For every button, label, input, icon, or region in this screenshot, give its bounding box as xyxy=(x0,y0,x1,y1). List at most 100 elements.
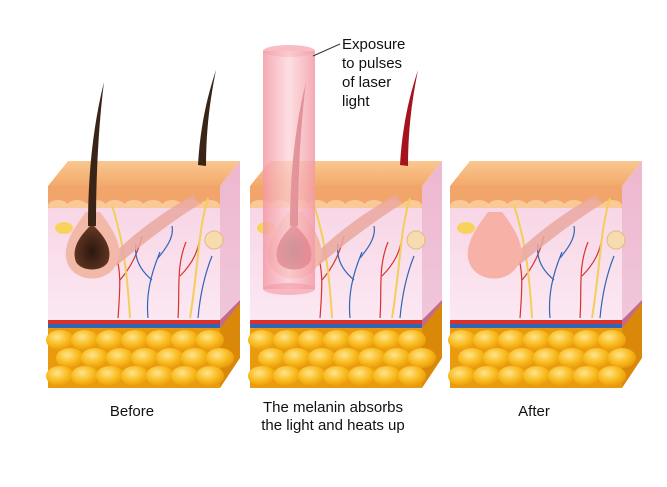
nerve-fiber xyxy=(189,197,209,319)
before-label: Before xyxy=(109,403,155,420)
skin-block-after xyxy=(448,161,642,388)
hair-bulb xyxy=(74,224,110,270)
nerve-fiber xyxy=(313,204,333,319)
fat-cell xyxy=(71,330,99,350)
fat-cell xyxy=(248,366,276,386)
nerve-fiber xyxy=(591,197,611,319)
skin-surface xyxy=(48,161,240,186)
sweat-gland xyxy=(606,230,626,250)
fat-cell xyxy=(598,366,626,386)
fat-cell xyxy=(498,330,526,350)
fat-cell xyxy=(558,348,586,368)
fat-cell xyxy=(398,366,426,386)
fat-cell xyxy=(383,348,411,368)
fat-cell xyxy=(298,366,326,386)
fat-cell xyxy=(533,348,561,368)
fat-cell xyxy=(171,366,199,386)
laser-callout: Exposure to pulses of laser light xyxy=(342,35,462,111)
fat-cell xyxy=(131,348,159,368)
fat-cell xyxy=(333,348,361,368)
follicle-sheath xyxy=(467,212,522,279)
fat-cell xyxy=(46,366,74,386)
fat-cell xyxy=(448,366,476,386)
callout-line-3: of laser xyxy=(342,74,392,91)
fat-cell xyxy=(573,366,601,386)
skin-block-before xyxy=(46,70,240,388)
during-label-line-2: the light and heats up xyxy=(261,417,405,434)
sweat-gland xyxy=(204,230,224,250)
fat-cell xyxy=(583,348,611,368)
sweat-gland xyxy=(406,230,426,250)
fat-cell xyxy=(373,366,401,386)
fat-cell xyxy=(498,366,526,386)
fat-cell xyxy=(71,366,99,386)
vein-band xyxy=(250,324,422,328)
fat-cell xyxy=(483,348,511,368)
arrector-muscle xyxy=(312,195,402,266)
fat-cell xyxy=(121,366,149,386)
artery-band xyxy=(48,320,220,324)
fat-cell xyxy=(608,348,636,368)
fat-cell xyxy=(96,366,124,386)
fat-cell xyxy=(206,348,234,368)
laser-beam xyxy=(263,45,315,295)
fat-cell xyxy=(248,330,276,350)
fat-cell xyxy=(348,330,376,350)
after-label: After xyxy=(518,403,550,420)
callout-line-4: light xyxy=(342,93,370,110)
fat-cell xyxy=(171,330,199,350)
fat-cell xyxy=(523,366,551,386)
fat-cell xyxy=(273,330,301,350)
artery-band xyxy=(250,320,422,324)
band-side xyxy=(622,300,642,328)
fat-cell xyxy=(46,330,74,350)
fat-cell xyxy=(473,330,501,350)
fat-cell xyxy=(273,366,301,386)
skin-block-during xyxy=(248,70,442,388)
fat-cell xyxy=(323,366,351,386)
callout-line-1: Exposure xyxy=(342,36,406,53)
skin-surface xyxy=(450,161,642,186)
fat-cell xyxy=(81,348,109,368)
fat-cell xyxy=(121,330,149,350)
band-side xyxy=(422,300,442,328)
artery-band xyxy=(450,320,622,324)
fat-cell xyxy=(298,330,326,350)
fat-cell xyxy=(181,348,209,368)
fat-cell xyxy=(598,330,626,350)
fat-cell xyxy=(96,330,124,350)
vein-band xyxy=(450,324,622,328)
fat-cell xyxy=(196,366,224,386)
callout-leader-line xyxy=(312,43,341,57)
fat-cell xyxy=(473,366,501,386)
vessel xyxy=(599,255,615,319)
fat-cell xyxy=(308,348,336,368)
vessel xyxy=(399,255,415,319)
fat-cell xyxy=(458,348,486,368)
fat-cell xyxy=(448,330,476,350)
fat-cell xyxy=(106,348,134,368)
hair-follicle xyxy=(457,212,522,279)
fat-cell xyxy=(523,330,551,350)
fat-cell xyxy=(146,330,174,350)
fat-cell xyxy=(408,348,436,368)
during-label: The melanin absorbs the light and heats … xyxy=(228,399,438,435)
fat-cell xyxy=(156,348,184,368)
fat-cell xyxy=(258,348,286,368)
arrector-muscle xyxy=(512,195,602,266)
fat-cell xyxy=(398,330,426,350)
sebaceous-gland xyxy=(457,222,475,234)
fat-cell xyxy=(56,348,84,368)
sebaceous-gland xyxy=(55,222,73,234)
hair-shaft xyxy=(88,82,104,226)
during-label-line-1: The melanin absorbs xyxy=(262,399,404,416)
band-side xyxy=(220,300,240,328)
fat-cell xyxy=(573,330,601,350)
hair-follicle xyxy=(55,70,216,279)
fat-cell xyxy=(323,330,351,350)
hair-shaft-back xyxy=(400,70,418,166)
fat-cell xyxy=(548,366,576,386)
arrector-muscle xyxy=(110,195,200,266)
vessel xyxy=(197,255,213,319)
